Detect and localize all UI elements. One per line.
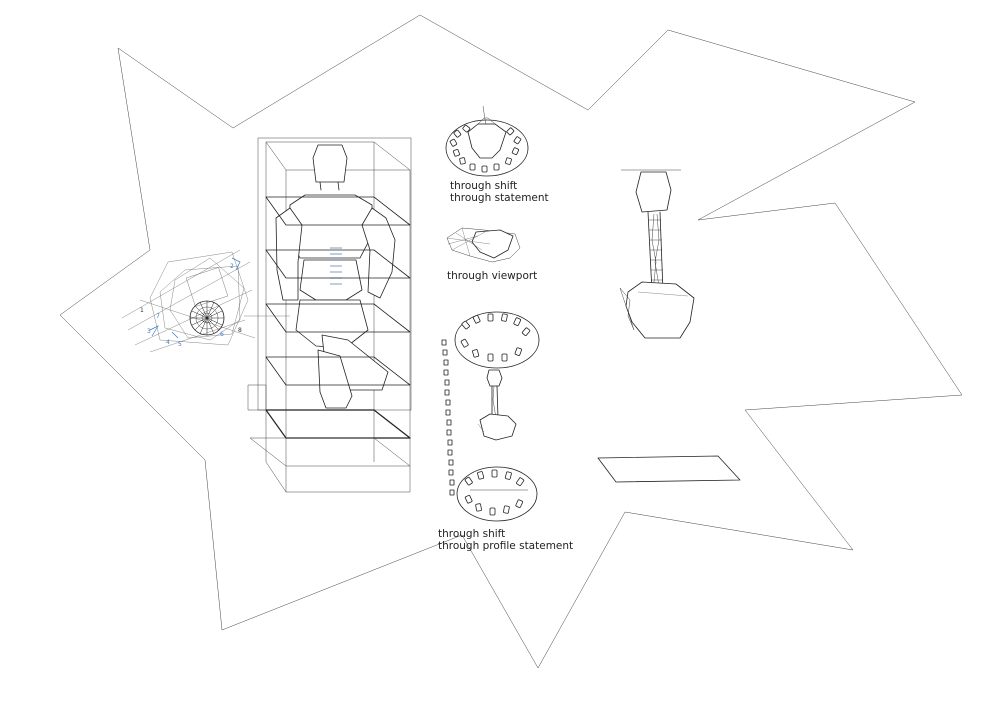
compass-sketch: 3 5 4 2 6 1 8 7	[122, 250, 255, 352]
viewport-fragment	[447, 228, 520, 262]
caption-top-line2: through statement	[450, 192, 549, 204]
caption-bottom-line2: through profile statement	[438, 540, 573, 552]
annotation-label: 4	[166, 339, 170, 346]
annotation-label: 2	[230, 263, 234, 270]
annotation-label: 1	[140, 307, 144, 314]
annotation-label: 6	[220, 331, 224, 338]
annotation-label: 7	[156, 313, 160, 320]
suspended-object	[620, 170, 694, 338]
caption-bottom-line1: through shift	[438, 528, 505, 540]
annotation-label: 3	[147, 328, 151, 335]
caption-top-line1: through shift	[450, 180, 517, 192]
vertical-chain	[442, 340, 454, 495]
annotation-label: 5	[178, 341, 182, 348]
mini-suspended-object	[478, 370, 516, 440]
ring-diagram-top	[446, 106, 528, 176]
annotation-label: 8	[238, 327, 242, 334]
floor-plane	[598, 456, 740, 482]
starburst-outline	[60, 15, 962, 668]
figure-tower	[248, 138, 411, 492]
ring-diagram-bottom	[457, 467, 537, 521]
caption-middle: through viewport	[447, 270, 537, 282]
ring-diagram-middle	[455, 312, 539, 368]
